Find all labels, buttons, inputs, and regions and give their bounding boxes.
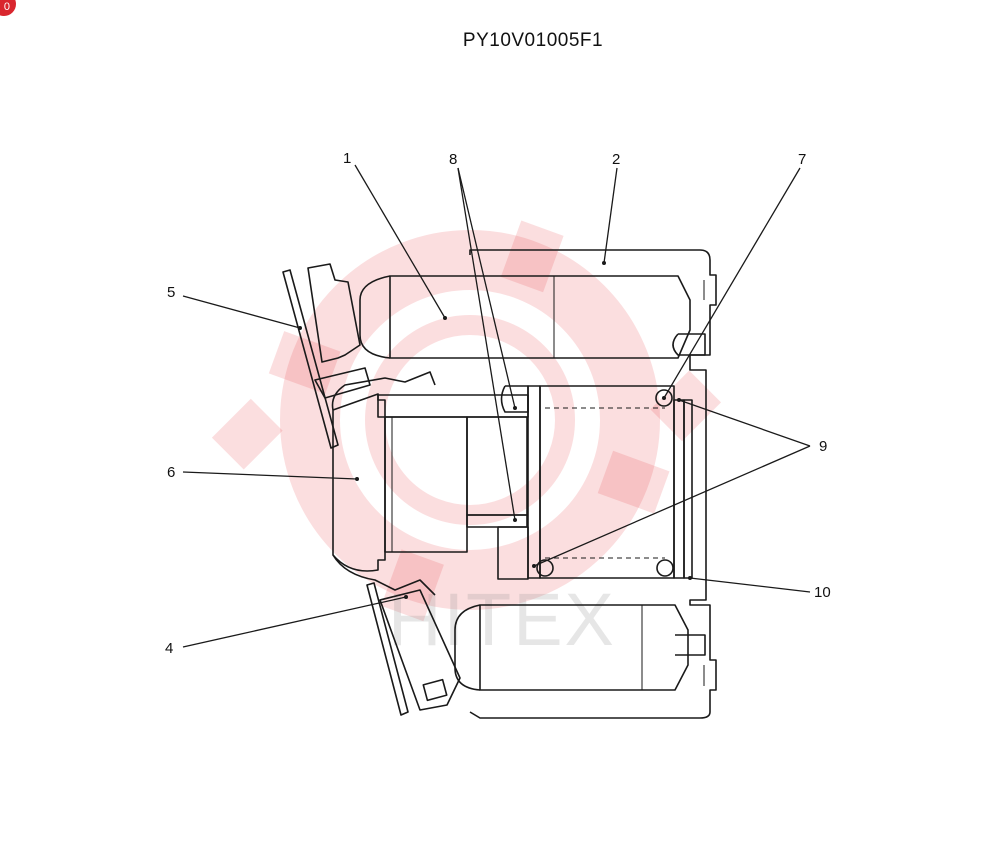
callout-8: 8 (449, 151, 457, 168)
callout-2: 2 (612, 151, 620, 168)
cylinder-block (377, 394, 529, 580)
callout-5: 5 (167, 284, 175, 301)
callout-4: 4 (165, 640, 173, 657)
callout-10: 10 (814, 584, 831, 601)
callout-1: 1 (343, 150, 351, 167)
corner-badge: 0 (0, 0, 16, 16)
upper-swash-plate (282, 263, 371, 449)
callout-labels: 1 2 4 5 6 7 8 9 10 (165, 150, 831, 657)
pump-casing (469, 249, 717, 719)
callout-7: 7 (798, 151, 806, 168)
callout-9: 9 (819, 438, 827, 455)
leader-lines (182, 164, 811, 648)
callout-6: 6 (167, 464, 175, 481)
upper-piston (359, 275, 706, 359)
lower-piston (454, 604, 706, 691)
watermark-text: HITEX (388, 578, 616, 661)
cradle-housing (331, 371, 436, 596)
drawing-title: PY10V01005F1 (462, 30, 604, 51)
o-rings (536, 389, 674, 577)
lower-swash-plate (366, 582, 461, 716)
